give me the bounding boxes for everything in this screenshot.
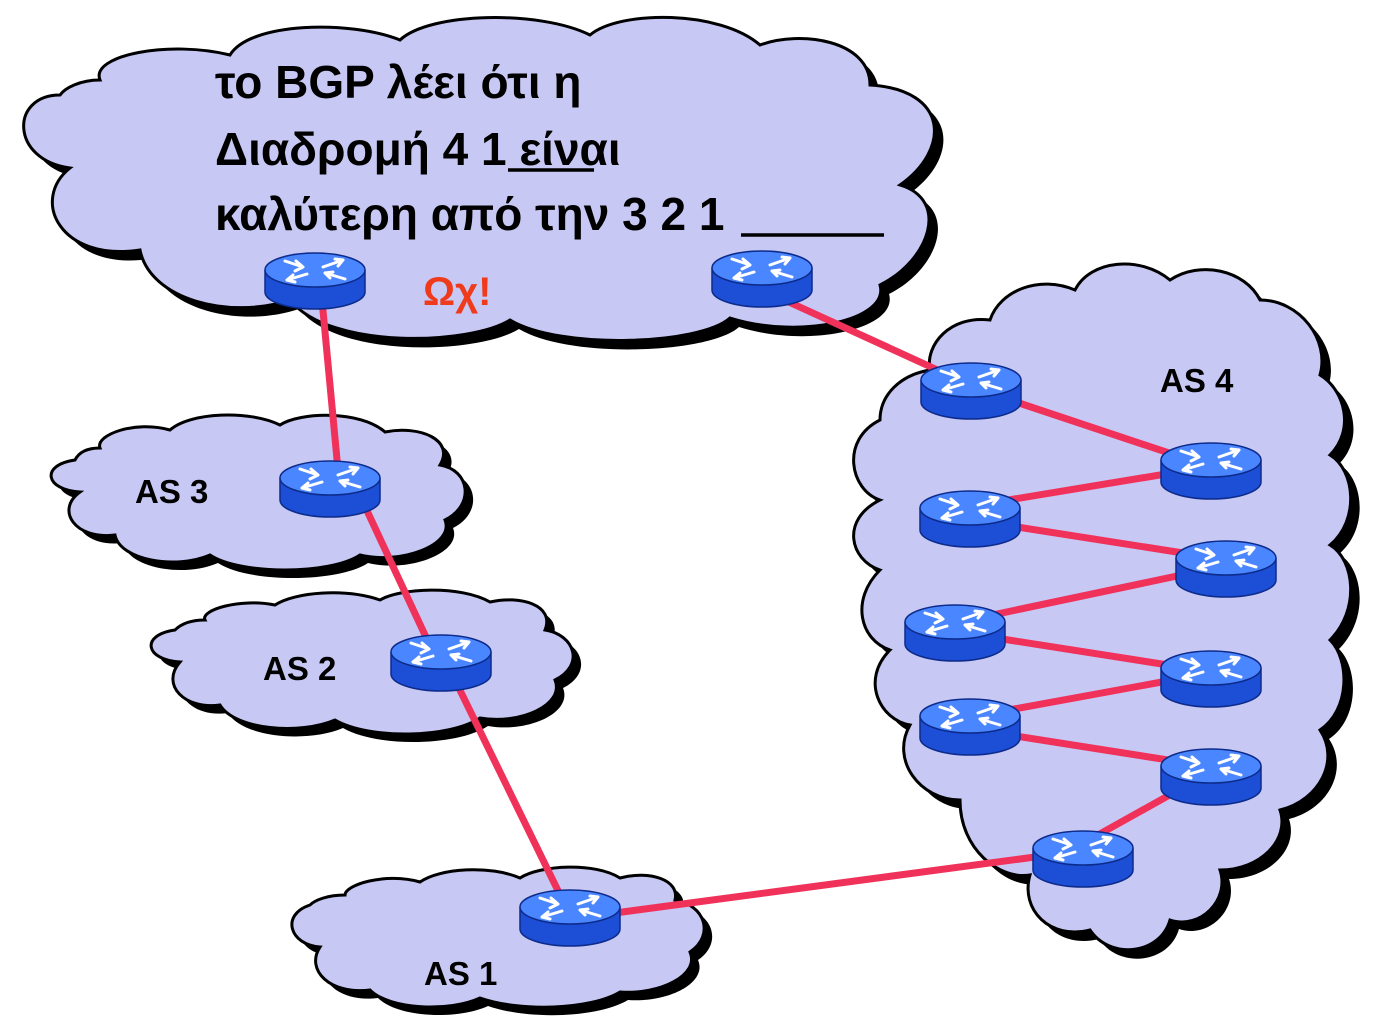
headline-line-3-prefix: καλύτερη από την — [215, 188, 622, 240]
router-icon — [1031, 829, 1135, 889]
as3-cloud — [49, 413, 474, 578]
headline-line-3: καλύτερη από την 3 2 1 — [215, 188, 724, 240]
as2-cloud — [149, 588, 582, 743]
router-icon — [710, 249, 814, 309]
router-icon — [918, 489, 1022, 549]
router-icon — [1174, 539, 1278, 599]
router-icon — [1159, 441, 1263, 501]
headline-line-1: το BGP λέει ότι η — [215, 56, 582, 108]
route-3-2-1: 3 2 1 — [622, 188, 724, 240]
headline-line-2-prefix: Διαδρομή — [215, 123, 443, 175]
as1-cloud — [290, 865, 713, 1016]
link-top-right-to-as4 — [776, 294, 959, 382]
router-icon — [389, 633, 493, 693]
link-as1-to-as4 — [596, 851, 1054, 919]
router-icon — [518, 888, 622, 948]
link-as3-to-as2 — [358, 496, 436, 654]
as3-label: AS 3 — [135, 473, 208, 510]
headline-line-2: Διαδρομή 4 1 είναι — [215, 123, 621, 175]
router-icon — [278, 459, 382, 519]
link-as2-to-as1 — [451, 676, 569, 909]
router-icon — [263, 251, 367, 311]
router-icon — [918, 697, 1022, 757]
route-4-1: 4 1 — [443, 123, 507, 175]
link-top-left-to-as3 — [318, 296, 342, 474]
router-icon — [919, 361, 1023, 421]
link-as4-internal-1 — [991, 391, 1194, 464]
as1-label: AS 1 — [424, 955, 497, 992]
as4-label: AS 4 — [1160, 362, 1234, 399]
router-icon — [1159, 649, 1263, 709]
router-icon — [1159, 747, 1263, 807]
router-icon — [903, 603, 1007, 663]
headline-line-2-suffix: είναι — [507, 123, 621, 175]
as2-label: AS 2 — [263, 650, 336, 687]
headline: το BGP λέει ότι η Διαδρομή 4 1 είναι καλ… — [215, 56, 884, 240]
exclamation: Ωχ! — [423, 270, 491, 314]
